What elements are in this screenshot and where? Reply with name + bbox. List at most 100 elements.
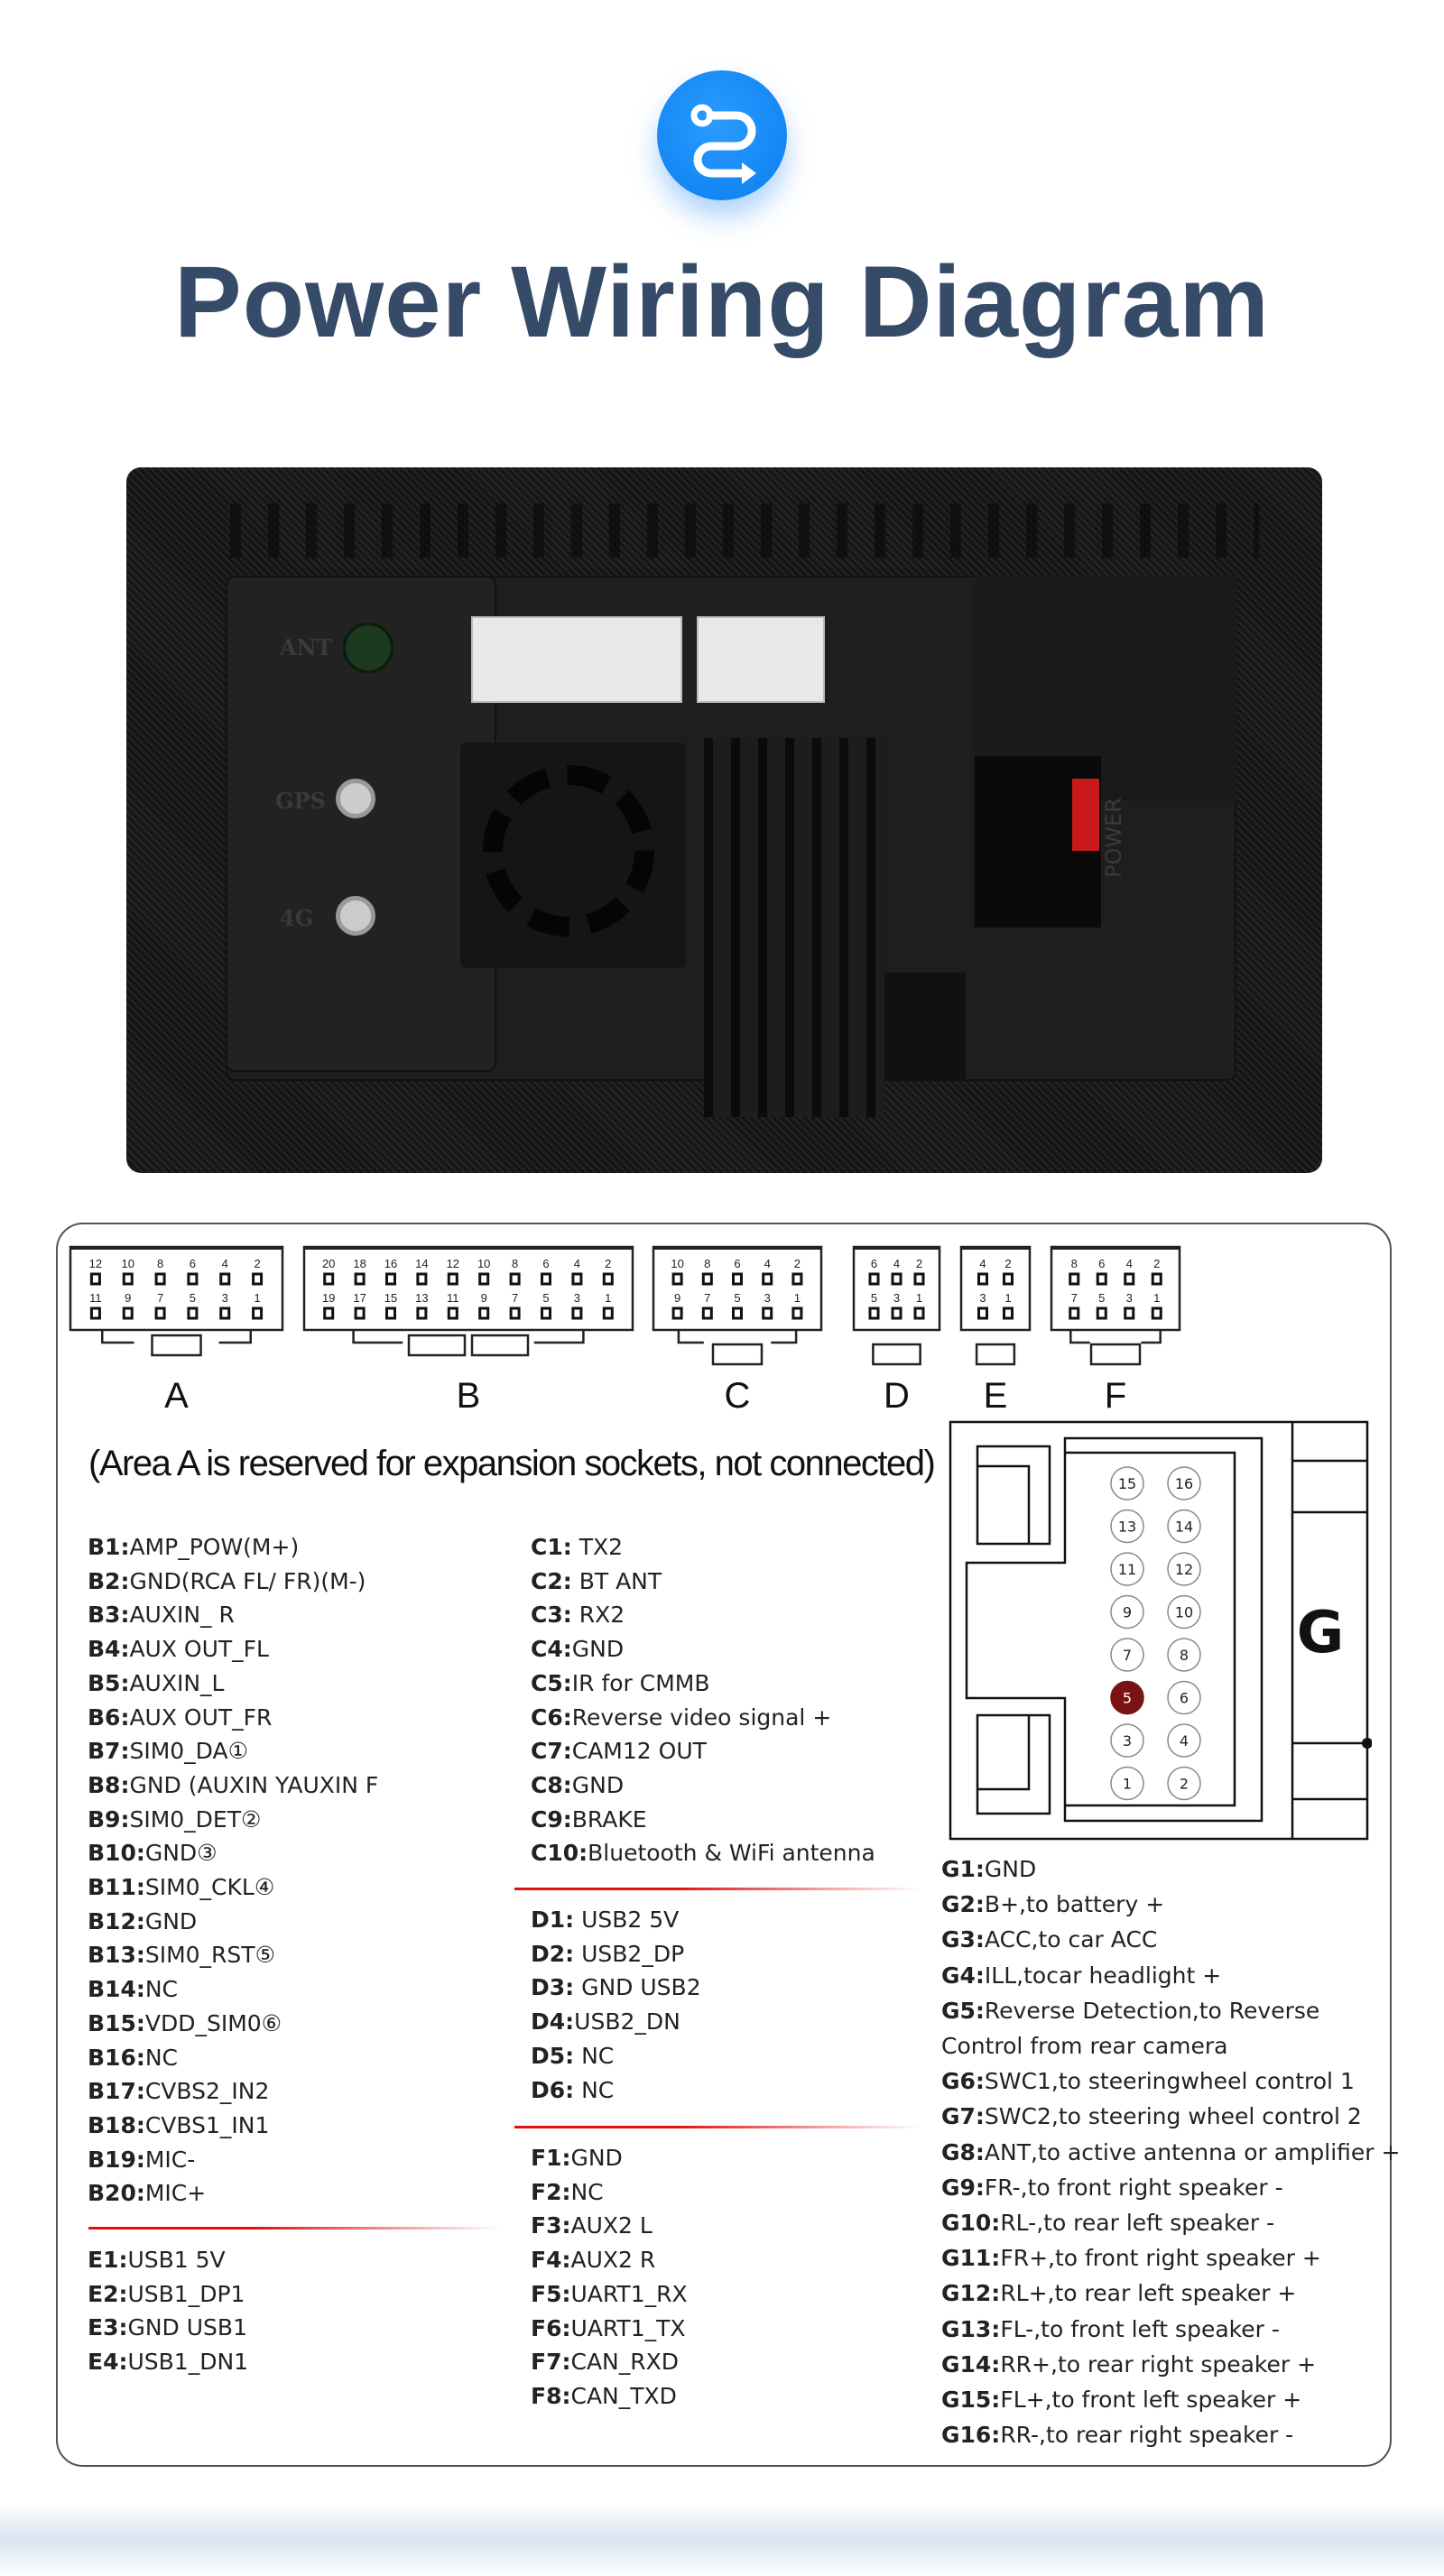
pin-number: 20 xyxy=(322,1257,335,1270)
pin-number: 1 xyxy=(1153,1291,1160,1305)
pin-description: MIC+ xyxy=(144,2180,207,2207)
pin-id: G16: xyxy=(941,2422,1001,2449)
pin-number: 8 xyxy=(1180,1647,1189,1664)
fan-icon xyxy=(483,765,654,937)
pin-id: G3: xyxy=(941,1926,985,1953)
pin-description: Control from rear camera xyxy=(941,2033,1228,2060)
g-pin-8: 8 xyxy=(1167,1638,1201,1672)
pin-socket xyxy=(478,1272,490,1286)
pin-id: C2: xyxy=(531,1567,572,1594)
pin-id: C1: xyxy=(531,1534,572,1560)
pin-circle xyxy=(1110,1766,1144,1801)
pin-description: NC xyxy=(574,2042,615,2069)
pin-socket xyxy=(977,1306,988,1320)
pin-list-item: D5: NC xyxy=(531,2039,701,2073)
pin-list-item: C7:CAM12 OUT xyxy=(531,1734,875,1768)
pin-socket xyxy=(541,1272,551,1286)
pin-description: MIC- xyxy=(144,2146,196,2173)
pin-number: 4 xyxy=(979,1257,986,1270)
connector-key xyxy=(407,1334,467,1357)
pin-socket xyxy=(913,1272,925,1286)
pin-number: 6 xyxy=(871,1257,877,1270)
pin-socket xyxy=(323,1272,335,1286)
pin-id: F4: xyxy=(531,2247,571,2274)
pin-number: 10 xyxy=(671,1257,683,1270)
connector-key xyxy=(711,1343,764,1366)
pin-list-item: B16:NC xyxy=(88,2041,378,2075)
g-pin-7: 7 xyxy=(1110,1638,1144,1672)
pin-number: 13 xyxy=(1118,1519,1136,1536)
pin-id: G8: xyxy=(941,2138,985,2165)
pin-id: D5: xyxy=(531,2042,575,2069)
pin-number: 6 xyxy=(1180,1690,1189,1707)
pin-socket xyxy=(762,1272,773,1286)
pin-list-item: B11:SIM0_CKL④ xyxy=(88,1870,378,1905)
g-pin-5: 5 xyxy=(1110,1680,1144,1715)
pin-id: B4: xyxy=(88,1636,130,1663)
pin-socket xyxy=(154,1272,166,1286)
pin-socket xyxy=(187,1306,199,1320)
pin-socket xyxy=(671,1306,683,1320)
pin-socket xyxy=(1069,1272,1080,1286)
separator xyxy=(514,1888,921,1890)
connector-label: C xyxy=(725,1376,751,1416)
pin-description: TX2 xyxy=(571,1534,623,1560)
pin-number: 3 xyxy=(979,1291,986,1305)
pin-socket xyxy=(323,1306,335,1320)
pin-description: GND xyxy=(144,1907,198,1934)
pin-list-item: G10:RL-,to rear left speaker - xyxy=(941,2205,1400,2240)
pin-description: NC xyxy=(574,2076,615,2103)
pin-description: Reverse video signal + xyxy=(571,1703,832,1731)
pin-socket xyxy=(447,1272,458,1286)
pin-list-item: F1:GND xyxy=(531,2141,688,2175)
pin-id: G11: xyxy=(941,2245,1001,2272)
pin-list-item: E3:GND USB1 xyxy=(88,2311,248,2345)
pin-list-item: G8:ANT,to active antenna or amplifier + xyxy=(941,2135,1400,2170)
pin-description: FR-,to front right speaker - xyxy=(984,2174,1283,2201)
pin-list-item: G16:RR-,to rear right speaker - xyxy=(941,2417,1400,2452)
g-pin-11: 11 xyxy=(1110,1552,1144,1586)
pin-description: GND③ xyxy=(144,1840,218,1867)
pin-socket xyxy=(977,1272,988,1286)
pin-socket xyxy=(219,1306,231,1320)
fan-housing xyxy=(460,743,686,968)
g-connector-label: G xyxy=(1297,1600,1345,1667)
pin-id: B2: xyxy=(88,1567,130,1594)
pin-circle xyxy=(1167,1552,1201,1586)
pin-id: D4: xyxy=(531,2008,575,2036)
pin-number: 1 xyxy=(916,1291,922,1305)
pin-socket xyxy=(891,1272,902,1286)
pin-socket xyxy=(447,1306,458,1320)
pin-id: B19: xyxy=(88,2146,145,2173)
bottom-band xyxy=(0,2504,1444,2576)
pin-circle xyxy=(1167,1680,1201,1715)
pin-socket xyxy=(354,1272,366,1286)
pin-description: GND xyxy=(570,2145,623,2171)
pin-description: RL-,to rear left speaker - xyxy=(1000,2210,1275,2237)
pin-number: 18 xyxy=(353,1257,366,1270)
pin-id: B7: xyxy=(88,1738,130,1765)
pin-socket xyxy=(187,1272,199,1286)
pin-socket xyxy=(1096,1306,1107,1320)
pin-number: 2 xyxy=(916,1257,922,1270)
pin-socket xyxy=(122,1306,134,1320)
pin-id: B12: xyxy=(88,1907,145,1934)
pin-socket xyxy=(219,1272,231,1286)
pin-list-item: G3:ACC,to car ACC xyxy=(941,1922,1400,1957)
pin-list-item: F4:AUX2 R xyxy=(531,2243,688,2277)
4g-label: 4G xyxy=(280,905,314,931)
pin-circle xyxy=(1167,1509,1201,1544)
pin-description: B+,to battery + xyxy=(984,1891,1165,1918)
pin-list-item: B12:GND xyxy=(88,1905,378,1939)
pin-id: B13: xyxy=(88,1942,145,1969)
gps-label: GPS xyxy=(275,788,326,814)
pin-number: 11 xyxy=(89,1291,102,1305)
pin-id: B11: xyxy=(88,1874,145,1901)
pin-number: 8 xyxy=(512,1257,518,1270)
pin-list-item: B17:CVBS2_IN2 xyxy=(88,2074,378,2109)
pin-id: C3: xyxy=(531,1602,572,1629)
